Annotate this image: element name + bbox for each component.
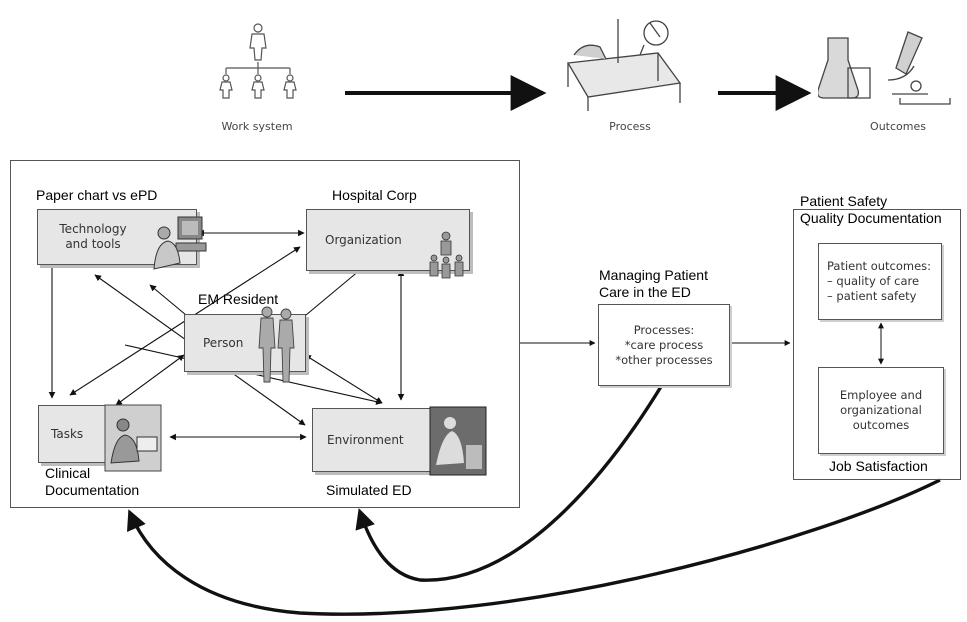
outcomes-annotation-line1: Patient Safety [800,193,888,209]
organization-label: Organization [325,232,402,247]
organization-annotation: Hospital Corp [332,187,417,203]
processes-item-care: *care process [624,337,704,352]
outcomes-label: Outcomes [870,120,926,133]
processes-title: Processes: [633,322,695,337]
processes-item-other: *other processes [615,352,713,367]
hospital-bed-icon [566,19,682,111]
patient-outcomes-title: Patient outcomes: [827,259,932,273]
tasks-annotation-line2: Documentation [45,482,140,498]
person-annotation: EM Resident [198,291,279,307]
patient-outcomes-quality: – quality of care [827,274,920,288]
employee-line2: organizational [840,403,922,417]
technology-line1: Technology [59,222,127,236]
employee-line3: outcomes [852,418,910,432]
tasks-label: Tasks [51,426,84,441]
link-env-cross [124,344,383,405]
computer-user-icon [153,216,207,270]
clinician-task-icon [104,404,162,472]
group-people-icon [429,231,464,279]
job-satisfaction-annotation: Job Satisfaction [829,458,928,474]
outcomes-annotation-line2: Quality Documentation [800,210,942,226]
person-label: Person [203,335,244,350]
environment-label: Environment [327,432,404,447]
process-annotation-line2: Care in the ED [599,284,691,300]
environment-annotation: Simulated ED [326,482,412,498]
technology-line2: and tools [65,237,121,251]
process-label: Process [609,120,651,133]
employee-line1: Employee and [839,388,923,402]
outcomes-frame [793,209,961,480]
lab-flask-microscope-icon [818,31,951,105]
technology-annotation: Paper chart vs ePD [36,187,158,203]
work-system-label: Work system [221,120,293,133]
two-people-icon [258,306,295,383]
employee-outcomes-box: Employee and organizational outcomes [818,367,944,454]
link-person-env [304,354,383,404]
environment-scene-icon [429,406,487,476]
work-system-frame [10,160,520,508]
process-annotation-line1: Managing Patient [599,267,708,283]
patient-outcomes-box: Patient outcomes: – quality of care – pa… [818,243,942,320]
processes-box: Processes: *care process *other processe… [598,304,730,386]
patient-outcomes-safety: – patient safety [827,289,917,303]
link-org-person [299,264,367,321]
environment-box: Environment [312,408,438,472]
feedback-process-loop [355,384,664,582]
feedback-outcomes-loop [127,478,941,616]
hierarchy-people-icon [219,23,297,99]
tasks-annotation-line1: Clinical [45,465,91,481]
